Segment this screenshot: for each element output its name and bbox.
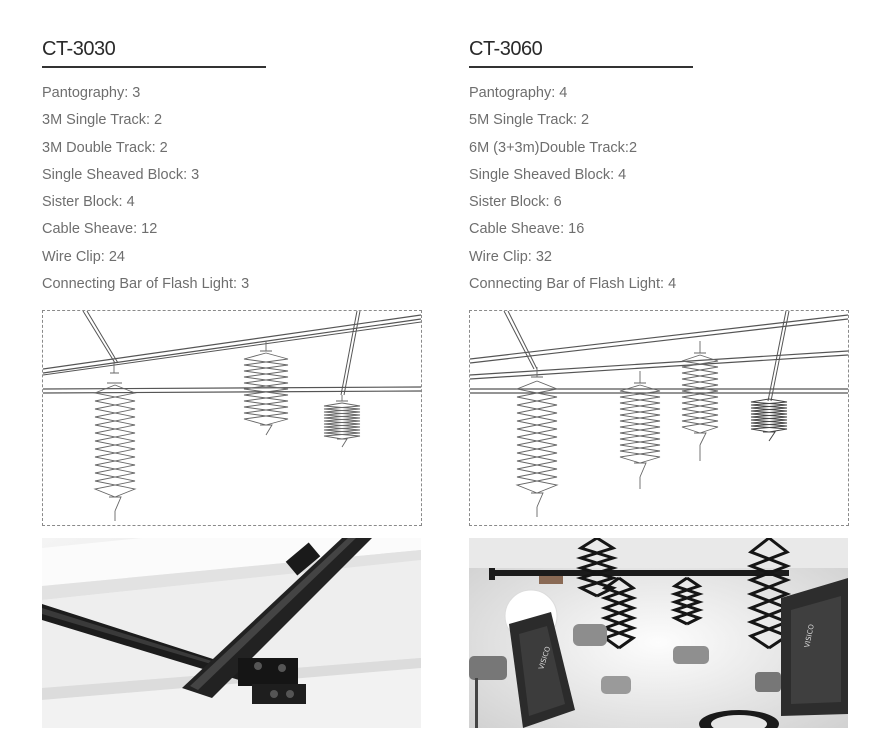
title-underline [42,66,266,68]
spec-item: Connecting Bar of Flash Light: 3 [42,276,250,293]
spec-item: Sister Block: 4 [42,194,135,211]
ceiling-rail-photo [42,538,421,728]
rail-system-diagram [469,310,849,526]
spec-item: Connecting Bar of Flash Light: 4 [469,276,677,293]
spec-item: Pantography: 4 [469,85,568,101]
studio-setup-photo: VISICO VISICO [469,538,848,728]
spec-list: Pantography: 4 5M Single Track: 2 6M (3+… [469,84,676,302]
spec-item: Pantography: 3 [42,85,141,101]
spec-item: Wire Clip: 24 [42,248,125,265]
spec-item: Cable Sheave: 12 [42,221,158,238]
spec-item: Single Sheaved Block: 3 [42,166,200,183]
spec-item: 3M Double Track: 2 [42,139,168,156]
spec-item: Sister Block: 6 [469,194,562,211]
title-underline [469,66,693,68]
model-title: CT-3060 [469,38,543,60]
spec-item: Wire Clip: 32 [469,248,552,265]
spec-item: Cable Sheave: 16 [469,221,585,238]
spec-item: Single Sheaved Block: 4 [469,166,627,183]
spec-item: 5M Single Track: 2 [469,112,590,129]
model-title: CT-3030 [42,38,116,60]
spec-item: 6M (3+3m)Double Track:2 [469,139,638,156]
rail-system-diagram [42,310,422,526]
spec-item: 3M Single Track: 2 [42,112,163,129]
spec-list: Pantography: 3 3M Single Track: 2 3M Dou… [42,84,249,302]
